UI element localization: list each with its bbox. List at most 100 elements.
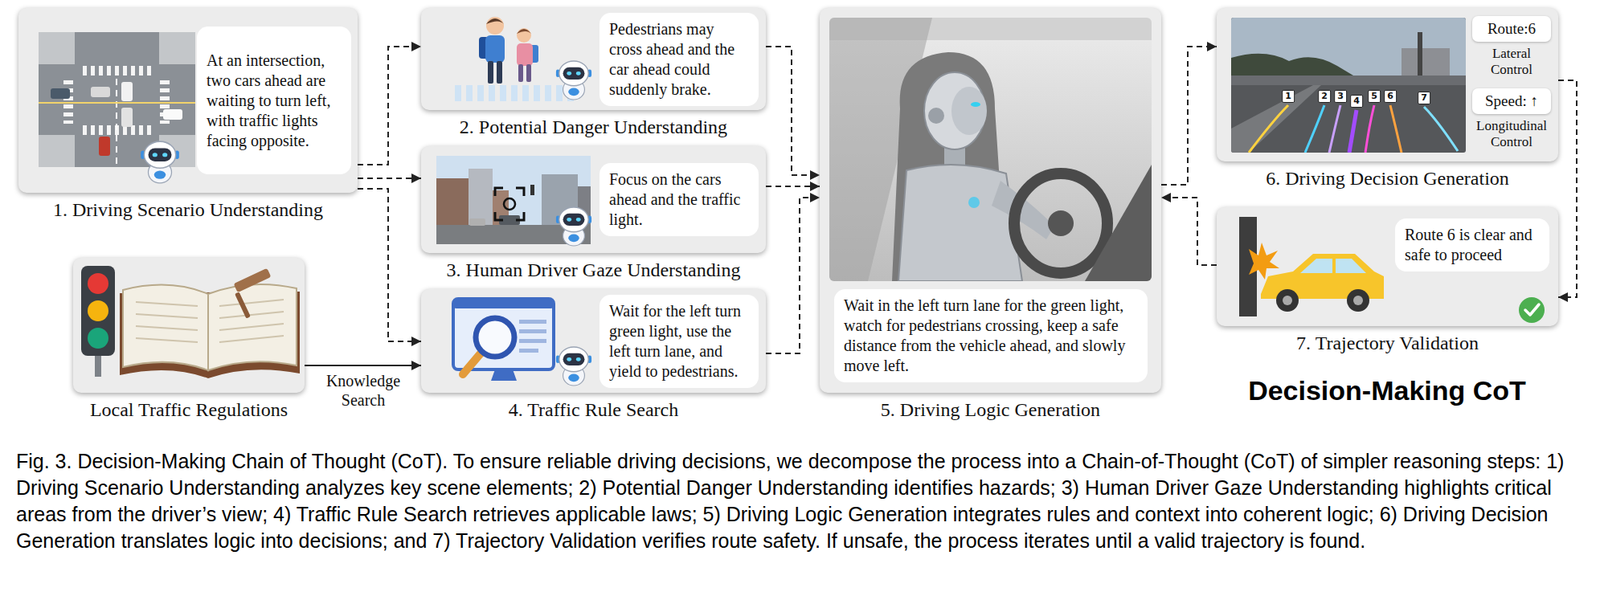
pedestrian-child <box>516 28 539 82</box>
callout-number: 6 <box>1383 90 1397 103</box>
illustration-rect <box>526 64 532 82</box>
panel-box: Local Traffic Regulations <box>73 257 305 393</box>
illustration-rect <box>519 329 547 334</box>
illustration-rect <box>436 178 469 227</box>
magnifier <box>462 318 515 375</box>
car-interior <box>829 17 1152 282</box>
bubble-text: Route 6 is clear and safe to proceed <box>1404 225 1540 266</box>
edge-label: Knowledge Search <box>315 371 412 410</box>
illustration-circle <box>516 28 532 43</box>
dashed-connector <box>357 177 422 180</box>
bubble-text: At an intersection, two cars ahead are w… <box>206 50 342 152</box>
monitor <box>453 298 554 381</box>
illustration-path <box>1365 105 1375 153</box>
illustration-use <box>556 61 592 100</box>
illustration-ellipse <box>951 86 987 136</box>
illustration-line <box>135 302 198 307</box>
callout-number: 5 <box>1367 90 1381 103</box>
illustration-circle <box>1346 289 1370 312</box>
illustration-ellipse <box>970 102 981 107</box>
dashed-connector <box>1161 197 1217 266</box>
illustration-path <box>1424 106 1458 152</box>
illustration-path <box>495 188 504 197</box>
callout-number: 7 <box>1417 91 1431 105</box>
illustration-rect <box>1231 17 1466 76</box>
illustration-rect <box>90 86 111 98</box>
illustration-rect <box>121 81 133 102</box>
illustration-line <box>115 78 118 168</box>
panel-box: 4. Traffic Rule SearchWait for the left … <box>421 289 766 393</box>
control-value: Route:6 <box>1472 16 1551 42</box>
illustration-path <box>1305 105 1325 153</box>
figure-caption: Fig. 3. Decision-Making Chain of Thought… <box>16 448 1588 555</box>
illustration-rect <box>163 109 183 120</box>
illustration-rect <box>487 61 494 84</box>
illustration-rect <box>485 35 505 63</box>
illustration-path <box>1231 85 1322 153</box>
illustration-rect <box>81 265 115 357</box>
illustration-line <box>462 353 481 375</box>
illustration-rect <box>38 135 75 168</box>
panel-title: 1. Driving Scenario Understanding <box>0 198 406 221</box>
control-label: Longitudinal Control <box>1472 118 1551 151</box>
illustration-rect <box>98 136 111 156</box>
bubble-text: Wait in the left turn lane for the green… <box>843 295 1138 377</box>
illustration-g <box>135 299 284 343</box>
panel-title: 2. Potential Danger Understanding <box>372 115 815 139</box>
speech-bubble: Focus on the cars ahead and the traffic … <box>599 163 759 237</box>
speech-bubble: Route 6 is clear and safe to proceed <box>1395 218 1550 272</box>
illustration-path <box>1525 304 1539 316</box>
illustration-line <box>219 311 284 319</box>
speech-bubble: Wait in the left turn lane for the green… <box>834 289 1148 383</box>
illustration-path <box>1248 105 1289 153</box>
illustration-rect <box>496 61 503 84</box>
illustration-rect <box>453 298 554 309</box>
control-label: Lateral Control <box>1472 45 1551 78</box>
speech-bubble: Pedestrians may cross ahead and the car … <box>599 12 759 107</box>
illustration-use <box>140 141 180 184</box>
illustration-circle <box>1353 295 1363 306</box>
illustration-use <box>556 347 592 386</box>
focus-bracket <box>495 188 524 221</box>
illustration-circle <box>87 273 109 295</box>
callout-number: 1 <box>1281 90 1295 103</box>
illustration-rect <box>518 64 524 82</box>
illustration-rect <box>469 218 486 226</box>
dashed-connector <box>765 185 820 188</box>
illustration-path <box>515 188 524 197</box>
panel-title: 4. Traffic Rule Search <box>372 398 815 422</box>
illustration-rect <box>519 319 547 324</box>
illustration-rect <box>829 17 1152 282</box>
dashed-connector <box>765 46 820 176</box>
illustration-path <box>1231 53 1354 76</box>
panel-box: 2. Potential Danger UnderstandingPedestr… <box>421 8 766 111</box>
regulation-illustration <box>73 257 305 393</box>
crashed-car <box>1260 253 1384 312</box>
illustration-circle <box>503 198 516 210</box>
illustration-line <box>219 335 284 343</box>
panel-title: Local Traffic Regulations <box>24 398 353 422</box>
illustration-rect <box>121 107 133 127</box>
illustration-rect <box>94 354 102 377</box>
illustration-line <box>135 314 198 319</box>
panel-box: 1. Driving Scenario UnderstandingAt an i… <box>18 8 358 193</box>
illustration-circle <box>486 16 504 35</box>
traffic-light <box>81 265 115 377</box>
illustration-rect <box>519 348 539 353</box>
illustration-rect <box>1417 32 1423 76</box>
law-book <box>119 268 300 379</box>
control-box: Speed: ↑Longitudinal Control <box>1472 88 1551 151</box>
illustration-circle <box>1282 295 1293 306</box>
panel-title: 5. Driving Logic Generation <box>771 398 1210 422</box>
illustration-rect <box>453 85 574 102</box>
bubble-text: Focus on the cars ahead and the traffic … <box>609 169 749 230</box>
illustration-rect <box>530 184 535 196</box>
panel-title: 6. Driving Decision Generation <box>1168 167 1600 190</box>
illustration-line <box>135 338 198 343</box>
bubble-text: Pedestrians may cross ahead and the car … <box>609 19 749 100</box>
illustration-line <box>219 323 284 331</box>
callout-number: 2 <box>1317 90 1331 103</box>
panel-box: 7. Trajectory ValidationRoute 6 is clear… <box>1216 207 1559 327</box>
speech-bubble: At an intersection, two cars ahead are w… <box>196 26 352 175</box>
